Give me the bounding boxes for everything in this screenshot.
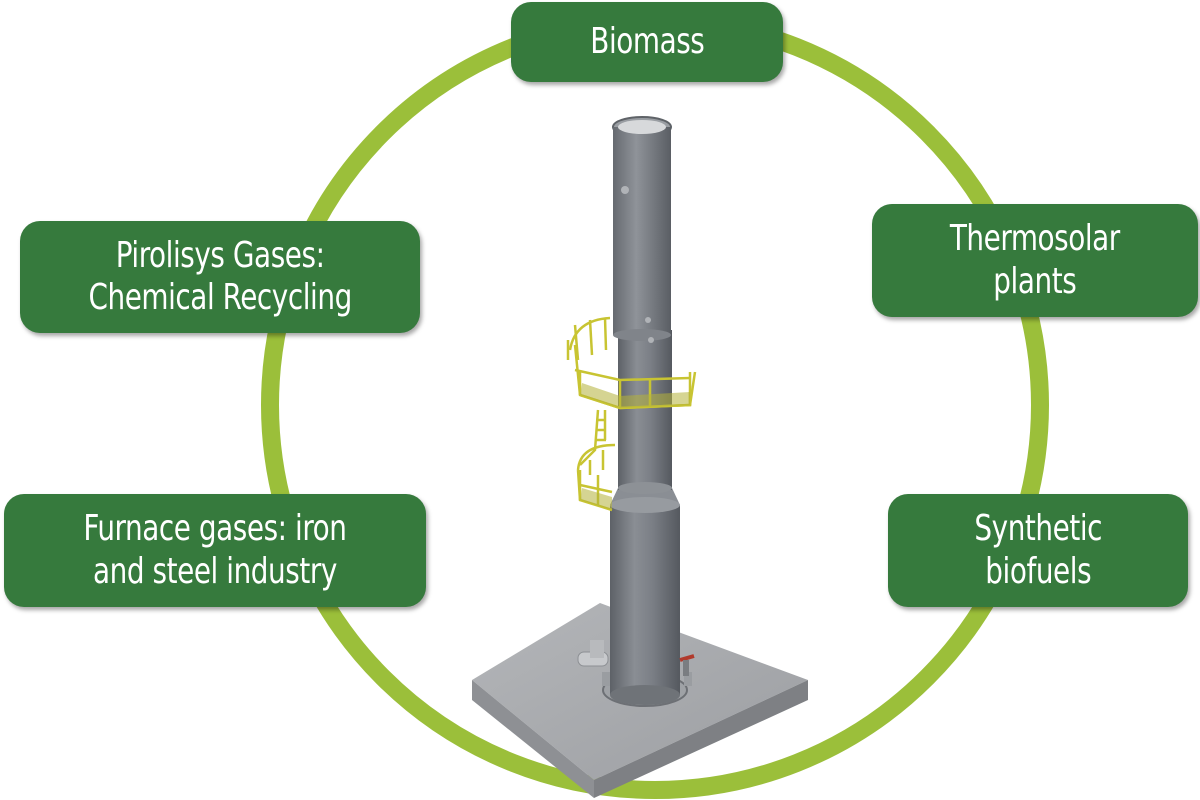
node-furnace-label: Furnace gases: iron and steel industry bbox=[83, 508, 347, 592]
node-thermosolar-label: Thermosolar plants bbox=[950, 218, 1120, 302]
node-thermosolar: Thermosolar plants bbox=[872, 204, 1198, 317]
node-furnace-gases: Furnace gases: iron and steel industry bbox=[4, 494, 426, 607]
node-synthetic-label: Synthetic biofuels bbox=[974, 508, 1102, 592]
node-pyrolysis-label: Pirolisys Gases: Chemical Recycling bbox=[88, 234, 352, 318]
node-biomass: Biomass bbox=[511, 2, 783, 82]
base-equipment bbox=[577, 640, 695, 686]
stair-floor bbox=[580, 383, 690, 510]
node-biomass-label: Biomass bbox=[589, 20, 705, 62]
gasification-tower bbox=[566, 116, 697, 707]
node-pyrolysis-gases: Pirolisys Gases: Chemical Recycling bbox=[20, 221, 420, 333]
node-synthetic-biofuels: Synthetic biofuels bbox=[888, 494, 1188, 607]
